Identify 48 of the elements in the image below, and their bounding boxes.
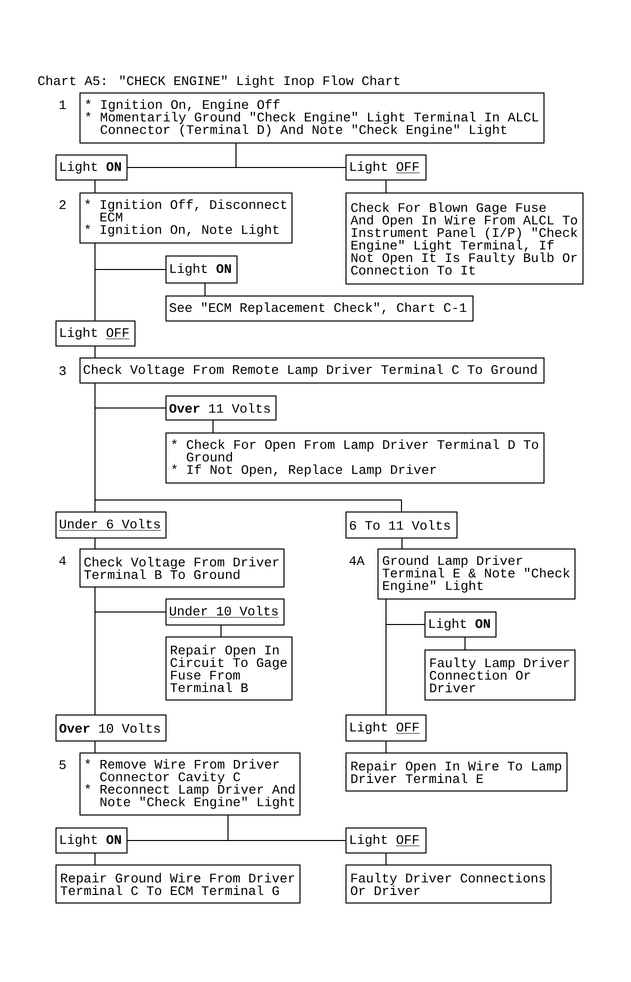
result-box: Over 10 Volts [56, 714, 166, 742]
action-box: Faulty Driver Connections Or Driver [346, 864, 552, 904]
connector-line [94, 346, 96, 358]
action-box: Repair Open In Circuit To Gage Fuse From Terminal B [166, 636, 292, 700]
result-box: Under 10 Volts [166, 598, 284, 626]
connector-line [94, 853, 96, 865]
action-box: Check For Blown Gage Fuse And Open In Wire From ALCL To Instrument Panel (I/P) "Check Engine" Light Terminal, If Not Open It Is Faulty Bulb Or Connection To It [346, 192, 584, 284]
connector-line [94, 180, 96, 193]
connector-line [127, 815, 346, 841]
action-box: Repair Ground Wire From Driver Terminal C To ECM Terminal G [56, 864, 300, 904]
connector-line [212, 420, 214, 433]
result-box: Light ON [424, 612, 496, 638]
step-box: Ground Lamp Driver Terminal E & Note "Check Engine" Light [378, 548, 576, 600]
connector-line [204, 283, 206, 296]
step-number: 4A [349, 556, 364, 565]
connector-line [94, 587, 96, 715]
result-box: 6 To 11 Volts [346, 512, 458, 538]
step-box: Check Voltage From Driver Terminal B To Ground [80, 548, 284, 588]
step-number: 4 [59, 556, 66, 565]
result-box: Light ON [56, 154, 128, 180]
connector-line [94, 538, 96, 549]
connector-line [220, 625, 222, 637]
chart-title: Chart A5: "CHECK ENGINE" Light Inop Flow Chart [38, 76, 400, 88]
step-number: 2 [60, 200, 66, 209]
result-box: Light OFF [346, 714, 426, 742]
connector-line [127, 143, 346, 168]
step-box: * Ignition Off, Disconnect ECM * Ignition On, Note Light [80, 192, 292, 244]
step-number: 5 [59, 760, 66, 770]
result-box: Light ON [166, 256, 238, 284]
action-box: Repair Open In Wire To Lamp Driver Terminal E [346, 752, 568, 792]
action-box: See "ECM Replacement Check", Chart C-1 [166, 296, 474, 322]
step-number: 1 [60, 100, 66, 109]
connector-line [464, 637, 466, 650]
connector-line [94, 383, 402, 512]
result-box: Light ON [56, 828, 128, 854]
action-box: * Check For Open From Lamp Driver Terminal D To Ground * If Not Open, Replace Lamp Driver [166, 432, 544, 484]
result-box: Light OFF [56, 320, 136, 346]
result-box: Light OFF [346, 828, 426, 854]
connector-line [94, 741, 96, 753]
action-box: Faulty Lamp Driver Connection Or Driver [424, 650, 576, 700]
result-box: Over 11 Volts [166, 396, 276, 420]
step-box: * Ignition On, Engine Off * Momentarily Ground "Check Engine" Light Terminal In ALCL Connector (Terminal D) And Note "Check Engine" Light [80, 92, 544, 144]
step-box: Check Voltage From Remote Lamp Driver Terminal C To Ground [80, 358, 544, 384]
step-box: * Remove Wire From Driver Connector Cavity C * Reconnect Lamp Driver And Note "Check Engine" Light [80, 752, 300, 816]
step-number: 3 [59, 366, 66, 376]
result-box: Light OFF [346, 154, 426, 180]
result-box: Under 6 Volts [56, 512, 166, 538]
connector-line [94, 243, 96, 321]
